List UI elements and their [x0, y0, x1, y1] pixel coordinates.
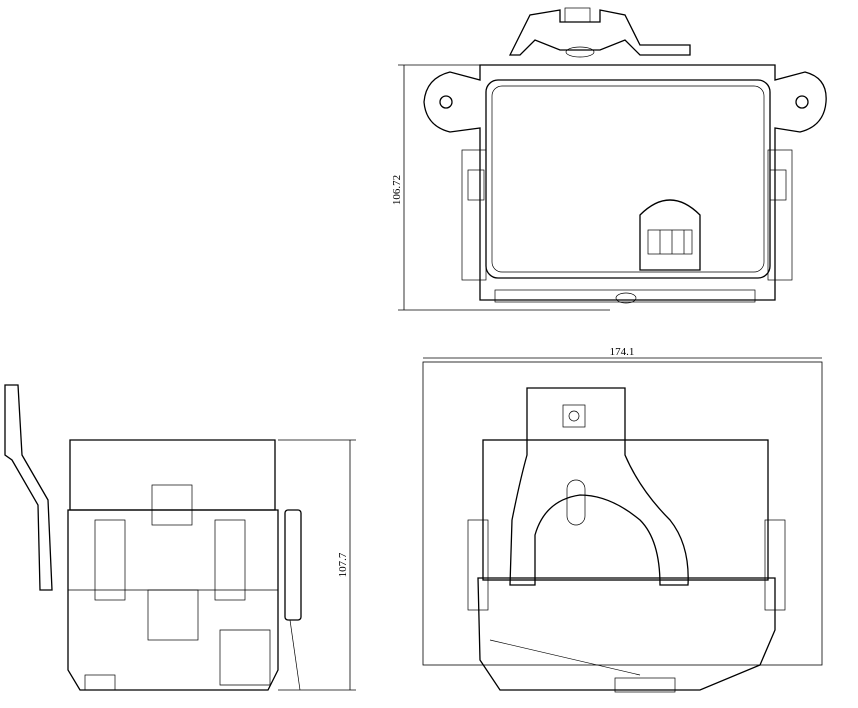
mounting-hole — [795, 95, 809, 109]
front-view: 174.1 — [422, 346, 823, 693]
dimension-label-width: 174.1 — [610, 346, 635, 358]
mounting-hole — [439, 95, 453, 109]
dimension-label-height: 107.7 — [337, 552, 349, 577]
side-view: 107.7 — [4, 384, 356, 691]
bracket — [509, 387, 689, 586]
dimension-label-height: 106.72 — [391, 175, 403, 205]
connector — [639, 199, 701, 271]
bracket — [4, 384, 53, 591]
top-view: 106.72 — [391, 7, 827, 311]
